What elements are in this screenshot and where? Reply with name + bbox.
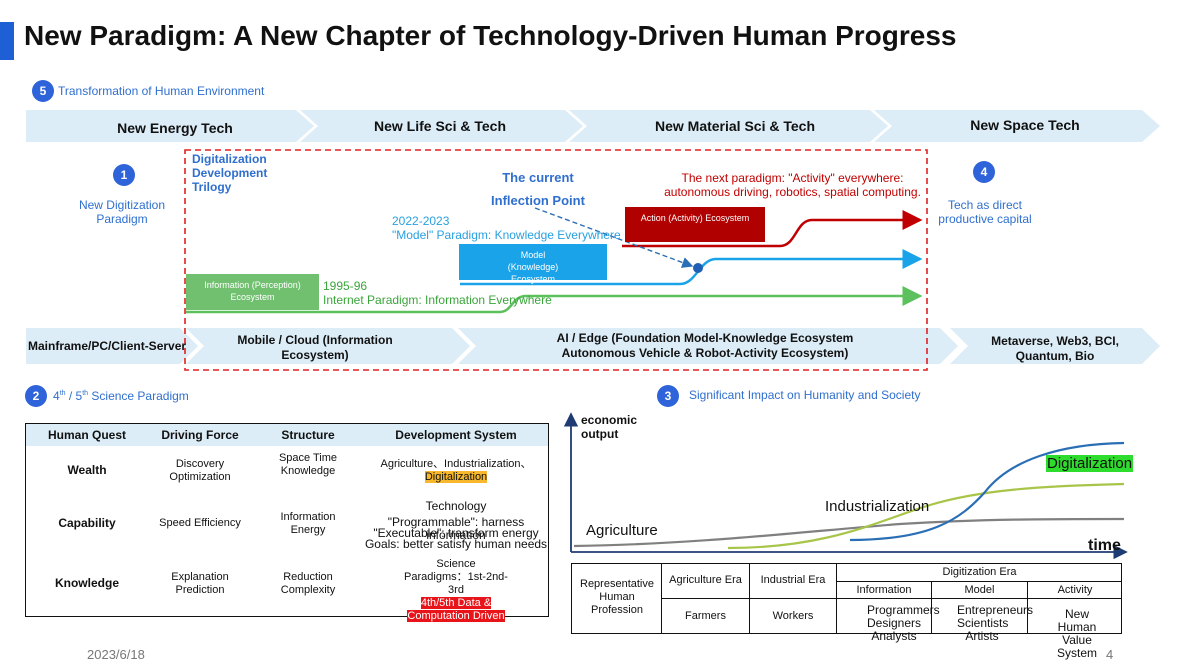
info-ecosystem-box: Information (Perception) Ecosystem (186, 274, 319, 310)
label-industrialization: Industrialization (825, 498, 930, 515)
top-arrow-3 (569, 110, 888, 142)
row-wealth-dev-plain: Agriculture、Industrialization、 (380, 458, 532, 470)
row-capability-quest: Capability (58, 516, 116, 530)
era-hline-1 (661, 598, 1122, 599)
era-divider-5 (1027, 581, 1028, 633)
row-wealth-dev-highlight: Digitalization (424, 471, 488, 483)
era-ind-label: Industrial Era (760, 574, 826, 586)
agriculture-curve (573, 517, 1125, 548)
top-arrow-label-material: New Material Sci & Tech (654, 118, 815, 134)
internet-curve (186, 286, 923, 314)
section-4-label: Tech as direct productive capital (938, 198, 1032, 226)
footer-page-number: 4 (1106, 647, 1114, 662)
label-agriculture: Agriculture (586, 522, 658, 539)
era-workers: Workers (772, 610, 814, 622)
section-2-badge: 2 (25, 385, 47, 407)
title-accent-bar (0, 22, 14, 60)
model-paradigm-year: 2022-2023 (392, 214, 450, 228)
row-capability-dev-line-2: "Executable": transform energy (373, 526, 539, 540)
era-sub-model: Model (964, 584, 995, 596)
row-knowledge-structure: Reduction Complexity (280, 571, 336, 596)
section-4-badge: 4 (973, 161, 995, 183)
row-capability-dev-title: Technology (425, 499, 487, 513)
row-wealth-dev: Agriculture、Industrialization、 Digitaliz… (364, 458, 548, 484)
next-paradigm-label: The next paradigm: "Activity" everywhere… (664, 171, 921, 199)
chart-xlabel: time (1088, 537, 1121, 554)
row-wealth-structure: Space Time Knowledge (278, 452, 338, 477)
era-hline-2 (836, 581, 1122, 582)
inflection-point (693, 263, 703, 273)
top-arrow-1 (26, 110, 314, 142)
top-arrow-label-space: New Space Tech (970, 117, 1080, 133)
bottom-arrow-1 (26, 328, 198, 364)
table-header-structure: Structure (281, 428, 335, 442)
table-header-quest: Human Quest (47, 428, 126, 442)
table-header-force: Driving Force (161, 428, 239, 442)
digitalization-curve (849, 441, 1125, 542)
section-3-badge: 3 (657, 385, 679, 407)
section-3-label: Significant Impact on Humanity and Socie… (689, 388, 921, 402)
internet-paradigm-text: Internet Paradigm: Information Everywher… (323, 293, 552, 307)
model-ecosystem-box: Model (Knowledge) Ecosystem (459, 244, 607, 284)
trilogy-frame (184, 149, 928, 371)
section-1-badge: 1 (113, 164, 135, 186)
row-wealth-quest: Wealth (67, 463, 107, 477)
era-sub-activity: Activity (1057, 584, 1093, 596)
chart-ylabel: economic output (581, 413, 638, 441)
row-capability-dev-line-1: "Programmable": harness information (387, 515, 525, 542)
label-digitalization: Digitalization (1046, 455, 1134, 472)
row-knowledge-dev-plain: Science Paradigms：1st-2nd-3rd (404, 558, 508, 596)
table-header-dev: Development System (395, 428, 517, 442)
row-capability-force: Speed Efficiency (159, 517, 241, 529)
trilogy-label: Digitalization Development Trilogy (192, 152, 268, 194)
era-sub-information: Information (856, 584, 912, 596)
row-knowledge-quest: Knowledge (54, 576, 119, 590)
row-wealth-force: Discovery Optimization (169, 458, 231, 483)
science-paradigm-table: Human Quest Driving Force Structure Deve… (25, 423, 549, 622)
era-prof-model: Entrepreneurs Scientists Artists (957, 603, 1034, 643)
section-2-label: 4th / 5th Science Paradigm (53, 389, 189, 403)
section-5-label: Transformation of Human Environment (58, 84, 265, 98)
row-knowledge-dev-highlight: 4th/5th Data & Computation Driven (407, 597, 505, 622)
bottom-arrow-label-mainframe: Mainframe/PC/Client-Server (28, 339, 187, 353)
inflection-label: The current Inflection Point (491, 170, 585, 208)
row-capability-dev-line-3: Goals: better satisfy human needs (364, 537, 548, 551)
era-rep-label: Representative Human Profession (580, 578, 654, 616)
section-5-badge: 5 (32, 80, 54, 102)
model-paradigm-text: "Model" Paradigm: Knowledge Everywhere (392, 228, 621, 242)
bottom-arrow-label-mobile: Mobile / Cloud (Information Ecosystem) (237, 333, 393, 362)
section-1-label: New Digitization Paradigm (78, 198, 166, 226)
era-table: Representative Human Profession Agricult… (571, 563, 1122, 660)
activity-curve (622, 210, 923, 248)
top-arrow-4 (874, 110, 1160, 142)
page-title: New Paradigm: A New Chapter of Technolog… (24, 20, 957, 51)
bottom-arrow-label-ai: AI / Edge (Foundation Model-Knowledge Ec… (556, 331, 854, 360)
bottom-arrow-3 (458, 328, 958, 364)
era-agri-label: Agriculture Era (669, 574, 742, 586)
internet-paradigm-year: 1995-96 (323, 279, 368, 293)
bottom-arrow-4 (950, 328, 1160, 364)
row-capability-structure: Information Energy (280, 511, 336, 536)
bottom-arrow-2 (186, 328, 470, 364)
row-knowledge-force: Explanation Prediction (171, 571, 229, 596)
top-arrow-label-energy: New Energy Tech (117, 120, 233, 136)
bottom-arrow-label-metaverse: Metaverse, Web3, BCI, Quantum, Bio (991, 334, 1119, 363)
era-prof-information: Programmers Designers Analysts (867, 603, 940, 643)
era-prof-activity: New Human Value System (1056, 607, 1097, 660)
footer-date: 2023/6/18 (87, 647, 145, 662)
top-arrow-2 (300, 110, 583, 142)
top-arrow-label-life: New Life Sci & Tech (374, 118, 506, 134)
era-farmers: Farmers (685, 610, 726, 622)
era-divider-4 (931, 581, 932, 633)
table-header-row (26, 424, 548, 446)
inflection-pointer (534, 207, 694, 268)
industrialization-curve (727, 482, 1125, 550)
row-knowledge-dev: Science Paradigms：1st-2nd-3rd 4th/5th Da… (404, 558, 508, 623)
action-ecosystem-box: Action (Activity) Ecosystem (625, 207, 765, 242)
era-digi-label: Digitization Era (942, 566, 1017, 578)
